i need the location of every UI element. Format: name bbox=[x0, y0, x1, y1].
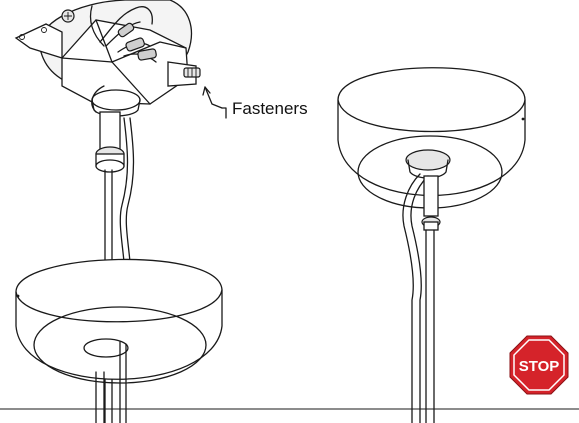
stop-sign: STOP bbox=[509, 335, 569, 395]
left-rod-and-cable bbox=[95, 111, 135, 423]
canopy-right bbox=[337, 67, 526, 423]
fasteners-label: Fasteners bbox=[232, 99, 308, 118]
bracket-collar bbox=[91, 89, 141, 111]
canopy-opening bbox=[83, 338, 129, 358]
canopy-socket bbox=[405, 149, 451, 171]
wire-nut bbox=[117, 22, 135, 38]
wire-nut bbox=[125, 37, 145, 52]
fasteners-callout: Fasteners bbox=[202, 86, 308, 119]
wire-nut bbox=[137, 48, 157, 61]
stop-label: STOP bbox=[519, 358, 560, 375]
stop-octagon bbox=[509, 335, 569, 395]
canopy-lower-left bbox=[15, 258, 223, 423]
mounting-bracket-assembly bbox=[14, 0, 201, 117]
